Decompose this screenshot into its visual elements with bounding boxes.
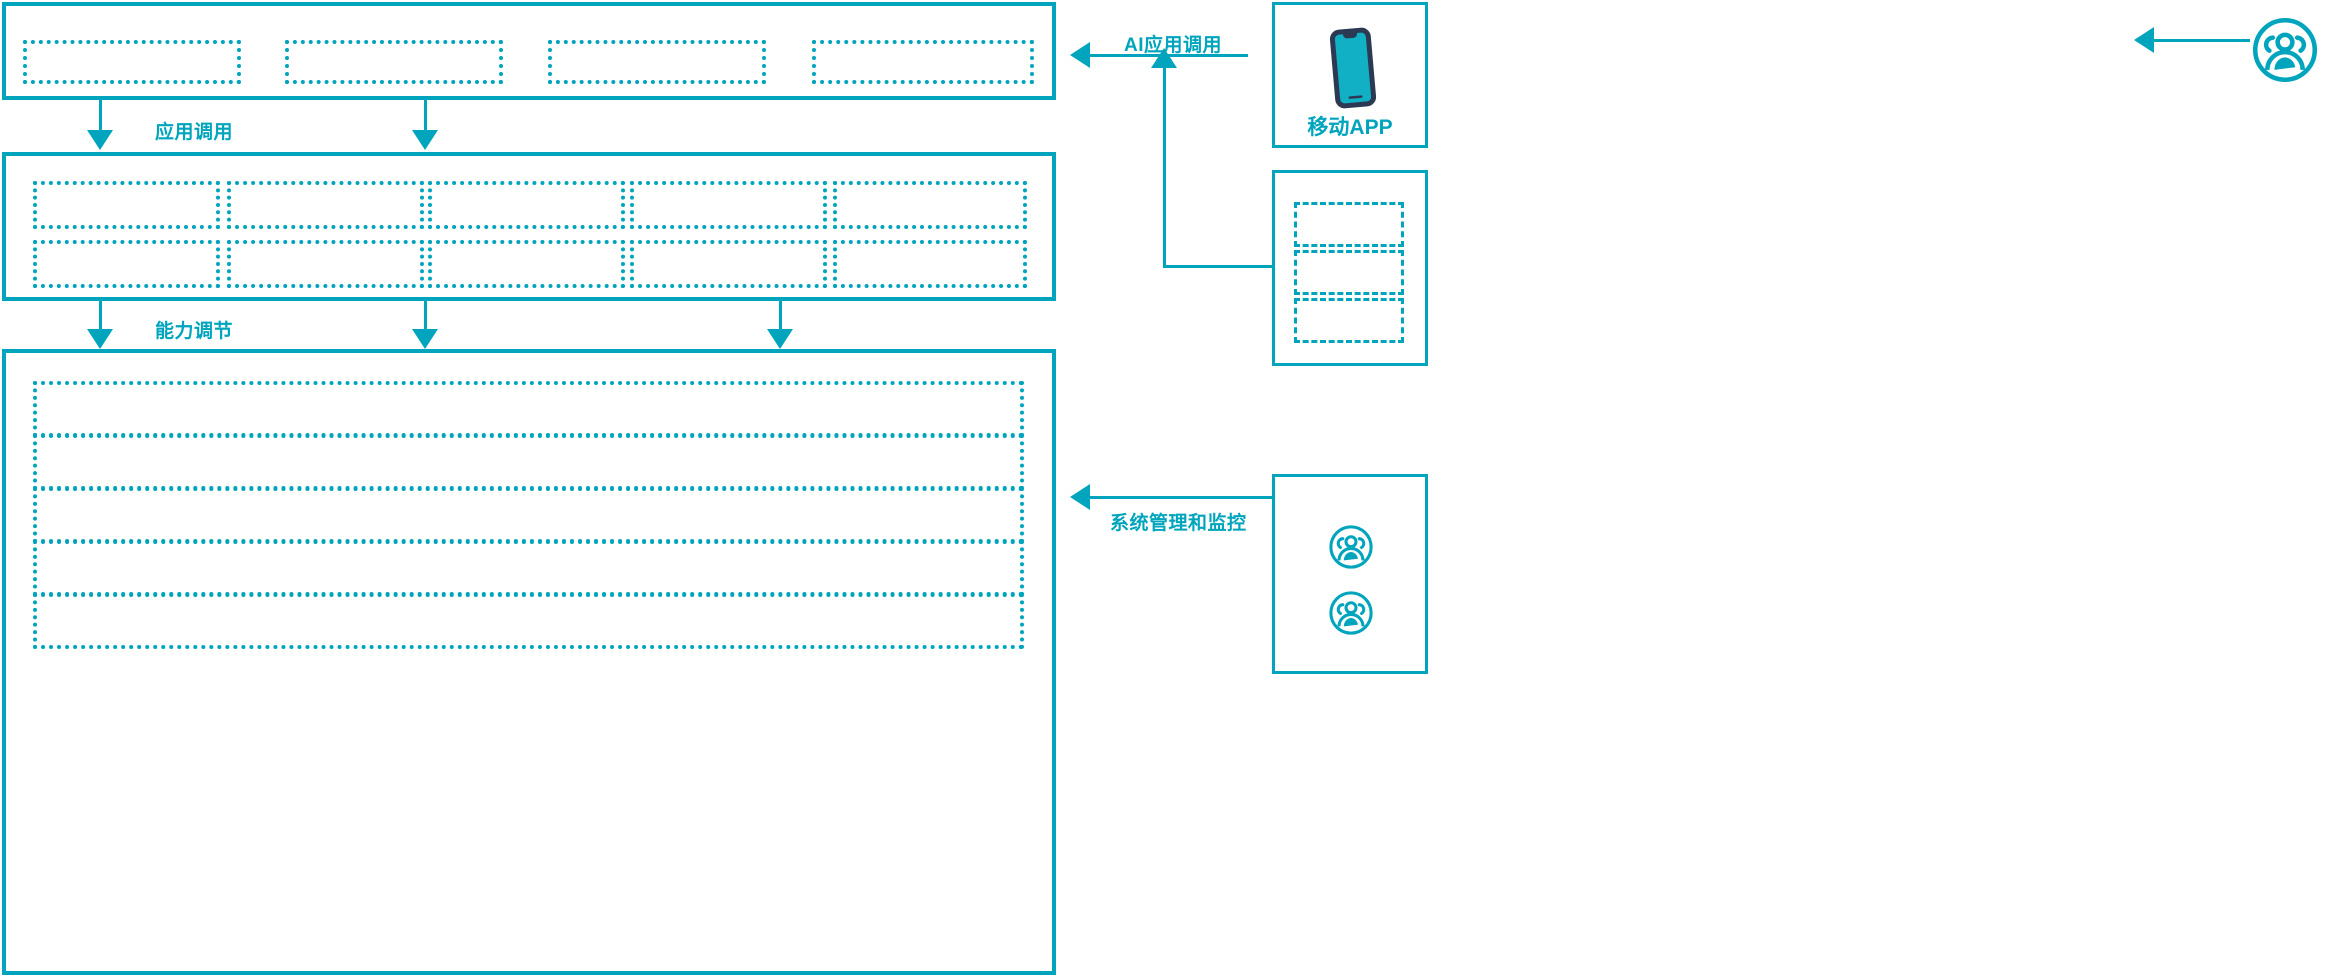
app-call-arrow-left	[87, 130, 113, 150]
capability-slot-10[interactable]	[833, 240, 1027, 288]
user-group-icon	[1328, 590, 1374, 636]
channel-slot-1[interactable]	[1294, 202, 1404, 247]
channel-stack-riser-arrow	[1151, 48, 1177, 68]
operators-node	[1272, 474, 1428, 674]
infrastructure-slot-3[interactable]	[33, 487, 1024, 543]
flow-label-capability: 能力调节	[155, 321, 234, 342]
mobile-app-label: 移动APP	[1307, 116, 1393, 139]
application-slot-3[interactable]	[548, 40, 766, 84]
app-call-arrow-right	[412, 130, 438, 150]
application-slot-2[interactable]	[285, 40, 503, 84]
capability-slot-9[interactable]	[630, 240, 827, 288]
sys-mgmt-arrow	[1070, 484, 1090, 510]
capability-slot-3[interactable]	[428, 181, 625, 229]
infrastructure-slot-2[interactable]	[33, 434, 1024, 490]
end-user-actor[interactable]	[2251, 16, 2319, 84]
sys-mgmt-line	[1090, 496, 1272, 499]
capability-slot-8[interactable]	[428, 240, 625, 288]
capability-slot-7[interactable]	[227, 240, 424, 288]
capability-arrow-1	[87, 329, 113, 349]
capability-slot-1[interactable]	[33, 181, 220, 229]
capability-slot-5[interactable]	[833, 181, 1027, 229]
capability-connector-1	[99, 301, 102, 331]
infrastructure-slot-1[interactable]	[33, 381, 1024, 437]
capability-arrow-2	[412, 329, 438, 349]
channel-stack-riser	[1163, 65, 1166, 267]
app-call-connector-left	[99, 100, 102, 132]
capability-arrow-3	[767, 329, 793, 349]
flow-label-sys-mgmt: 系统管理和监控	[1110, 513, 1247, 534]
end-user-to-mobile-arrow	[2134, 27, 2154, 53]
mobile-app-node[interactable]: 移动APP	[1272, 2, 1428, 148]
capability-connector-3	[779, 301, 782, 331]
capability-slot-6[interactable]	[33, 240, 220, 288]
flow-label-ai-app-call: AI应用调用	[1124, 35, 1223, 56]
application-slot-1[interactable]	[23, 40, 241, 84]
capability-slot-4[interactable]	[630, 181, 827, 229]
infrastructure-layer-panel	[2, 349, 1056, 975]
smartphone-icon	[1325, 25, 1381, 111]
application-slot-4[interactable]	[812, 40, 1034, 84]
channel-stack-riser-link	[1163, 265, 1273, 268]
capability-connector-2	[424, 301, 427, 331]
end-user-to-mobile-line	[2154, 39, 2250, 42]
ai-app-call-arrow	[1070, 42, 1090, 68]
user-group-icon	[1328, 524, 1374, 570]
capability-slot-2[interactable]	[227, 181, 424, 229]
infrastructure-slot-5[interactable]	[33, 593, 1024, 649]
channel-slot-3[interactable]	[1294, 298, 1404, 343]
flow-label-app-call: 应用调用	[155, 122, 234, 143]
app-call-connector-right	[424, 100, 427, 132]
infrastructure-slot-4[interactable]	[33, 540, 1024, 596]
channel-slot-2[interactable]	[1294, 250, 1404, 295]
